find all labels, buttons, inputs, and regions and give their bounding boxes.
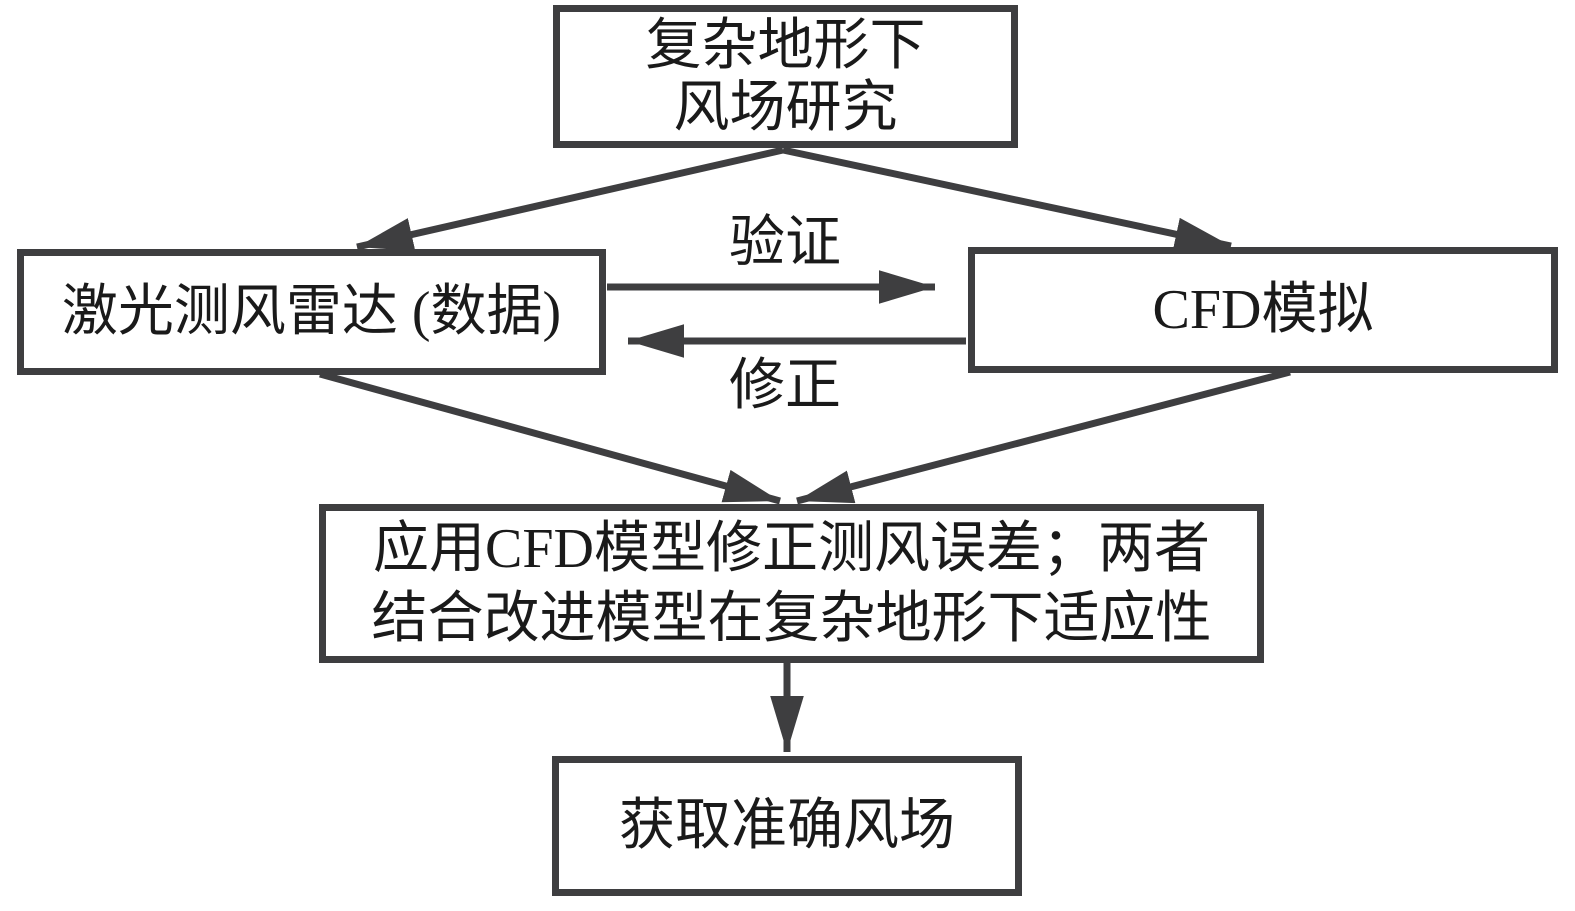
node-wind-field-research: 复杂地形下 风场研究 xyxy=(553,5,1018,148)
node-cfd-simulation: CFD模拟 xyxy=(968,247,1558,373)
node-model-correction-line2: 结合改进模型在复杂地形下适应性 xyxy=(371,587,1212,650)
node-cfd-simulation-label: CFD模拟 xyxy=(1152,279,1374,341)
arrow-cfd-to-correction xyxy=(796,368,1291,505)
arrow-research-to-lidar xyxy=(356,146,784,251)
edge-label-validate: 验证 xyxy=(729,212,841,274)
node-wind-field-research-line1: 复杂地形下 xyxy=(645,14,926,77)
arrow-research-to-cfd xyxy=(782,146,1232,251)
node-model-correction: 应用CFD模型修正测风误差；两者 结合改进模型在复杂地形下适应性 xyxy=(319,504,1264,663)
node-lidar-data-label: 激光测风雷达 (数据) xyxy=(61,281,562,343)
node-model-correction-line1: 应用CFD模型修正测风误差；两者 xyxy=(373,517,1210,580)
node-accurate-wind-field: 获取准确风场 xyxy=(552,756,1022,896)
edge-label-correct: 修正 xyxy=(729,355,841,417)
node-accurate-wind-field-label: 获取准确风场 xyxy=(619,795,955,857)
node-wind-field-research-line2: 风场研究 xyxy=(673,76,898,139)
node-lidar-data: 激光测风雷达 (数据) xyxy=(17,249,606,375)
arrow-lidar-to-correction xyxy=(319,370,781,505)
